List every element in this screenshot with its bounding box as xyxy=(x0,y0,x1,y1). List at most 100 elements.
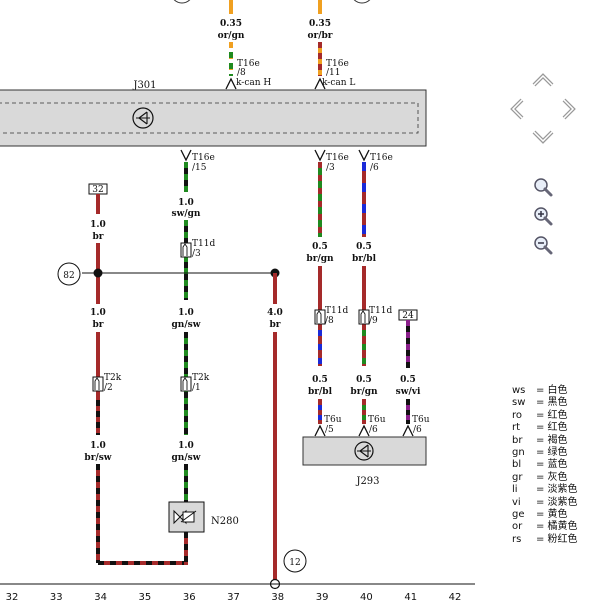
conn-t2k-1-pin: /1 xyxy=(192,383,201,393)
legend-code: ro xyxy=(512,409,523,421)
wire-top-right-size: 0.35 xyxy=(309,19,331,29)
top-circle-left xyxy=(173,0,191,4)
conn-t16e-6-name: T16e xyxy=(370,153,393,163)
wire-col34-mid-color: br xyxy=(92,320,103,330)
legend-code: sw xyxy=(512,397,526,409)
conn-t11d-3-pin: /3 xyxy=(192,249,201,259)
zoom-fit-button[interactable] xyxy=(532,176,554,198)
solenoid-valve-icon xyxy=(173,509,197,525)
t11d-8-pin-icon xyxy=(316,310,322,323)
conn-t11d-3-name: T11d xyxy=(192,239,215,249)
t2k-2-pin-icon xyxy=(94,377,100,390)
t2k-2-box xyxy=(92,376,104,392)
legend-row: vi= 淡紫色 xyxy=(512,497,578,509)
legend-row: or= 橘黄色 xyxy=(512,521,578,533)
zoom-out-button[interactable] xyxy=(532,234,554,256)
legend-row: rs = 粉红色 xyxy=(512,534,578,546)
conn-t11d-8-name: T11d xyxy=(325,306,348,316)
legend-row: ws = 白色 xyxy=(512,385,578,397)
conn-t6u-5-pin: /5 xyxy=(325,425,334,435)
legend-row: li= 淡紫色 xyxy=(512,484,578,496)
legend-color-name: = 红色 xyxy=(536,409,568,421)
conn-t16e-8-name: T16e xyxy=(237,59,260,69)
module-j301-inner xyxy=(0,102,419,134)
legend-color-name: = 白色 xyxy=(536,385,568,396)
wire-top-left-color: or/gn xyxy=(218,31,245,41)
wire-top-left-size: 0.35 xyxy=(220,19,242,29)
conn-t16e-15-name: T16e xyxy=(192,153,215,163)
axis-label: 42 xyxy=(449,592,462,603)
pan-left-icon[interactable] xyxy=(510,98,524,120)
zoom-in-icon xyxy=(534,207,553,226)
conn-t16e-11-pin: /11 xyxy=(326,68,340,78)
legend-color-name: = 褐色 xyxy=(536,434,568,446)
zoom-out-icon xyxy=(534,236,553,255)
conn-t16e-15-pin: /15 xyxy=(192,163,207,173)
ref-32-label: 32 xyxy=(92,185,103,195)
top-circle-right xyxy=(353,0,371,4)
pan-down-icon[interactable] xyxy=(532,130,554,144)
axis-label: 34 xyxy=(94,592,107,603)
legend-row: gr= 灰色 xyxy=(512,472,578,484)
legend-row: ge= 黄色 xyxy=(512,509,578,521)
conn-t2k-1-name: T2k xyxy=(192,373,210,383)
control-unit-icon xyxy=(132,107,154,129)
conn-arrow-t6u-2 xyxy=(402,424,414,437)
axis-label: 35 xyxy=(139,592,152,603)
legend-row: rt = 红色 xyxy=(512,422,578,434)
t11d-9-box xyxy=(358,309,370,325)
conn-t11d-8-pin: /8 xyxy=(325,316,334,326)
wire-top-right-color: or/br xyxy=(307,31,332,41)
legend-color-name: = 粉红色 xyxy=(536,533,578,545)
legend-code: ws xyxy=(512,385,526,396)
conn-t2k-2-name: T2k xyxy=(104,373,122,383)
pan-up-icon[interactable] xyxy=(532,73,554,87)
conn-t11d-9-name: T11d xyxy=(369,306,392,316)
conn-arrow-top-left xyxy=(225,77,237,90)
module-j301 xyxy=(0,89,427,147)
legend-code: rt xyxy=(512,422,521,434)
wire-col34-bot-color: br/sw xyxy=(84,453,111,463)
module-j301-label: J301 xyxy=(132,80,156,91)
ground-82-label: 82 xyxy=(63,271,74,281)
legend-code: li xyxy=(512,484,518,496)
wire-col39-low-size: 0.5 xyxy=(312,375,328,385)
legend-code: rs xyxy=(512,533,522,545)
wire-col41-size: 0.5 xyxy=(400,375,416,385)
module-j293-label: J293 xyxy=(355,476,379,487)
legend-code: br xyxy=(512,434,523,446)
junction-left xyxy=(93,268,103,278)
legend-row: ro = 红色 xyxy=(512,410,578,422)
legend-row: br = 褐色 xyxy=(512,435,578,447)
wire-col36-bot-color: gn/sw xyxy=(172,453,201,463)
conn-t16e-11-name: T16e xyxy=(326,59,349,69)
conn-arrow-t6u-6 xyxy=(358,424,370,437)
wire-col36-size: 1.0 xyxy=(178,198,194,208)
conn-t16e-8-pin: /8 xyxy=(237,68,246,78)
wire-col39-low-color: br/bl xyxy=(308,387,333,397)
valve-n280-label: N280 xyxy=(211,516,239,527)
wire-col36-bot-size: 1.0 xyxy=(178,441,194,451)
conn-arrow-t16e-3 xyxy=(314,149,326,162)
legend-color-name: = 红色 xyxy=(536,422,568,434)
axis-label: 32 xyxy=(6,592,19,603)
wire-col40-low-color: br/gn xyxy=(350,387,378,397)
wire-col34-top-color: br xyxy=(92,232,103,242)
signal-kcan-l: k-can L xyxy=(322,78,355,88)
wire-col36-color: sw/gn xyxy=(172,209,201,219)
pan-right-icon[interactable] xyxy=(562,98,576,120)
axis-label: 40 xyxy=(360,592,373,603)
legend-color-name: = 灰色 xyxy=(536,471,568,483)
legend-color-name: = 绿色 xyxy=(536,447,568,459)
legend-code: gn xyxy=(512,447,525,459)
axis-label: 37 xyxy=(227,592,240,603)
t2k-1-pin-icon xyxy=(182,377,188,390)
zoom-in-button[interactable] xyxy=(532,205,554,227)
conn-arrow-t16e-6 xyxy=(358,149,370,162)
conn-t6u-5-name: T6u xyxy=(324,415,342,425)
conn-arrow-t16e-15 xyxy=(180,149,192,162)
wire-col36-mid-color: gn/sw xyxy=(172,320,201,330)
legend-code: bl xyxy=(512,459,522,471)
legend-color-name: = 黄色 xyxy=(536,509,568,521)
